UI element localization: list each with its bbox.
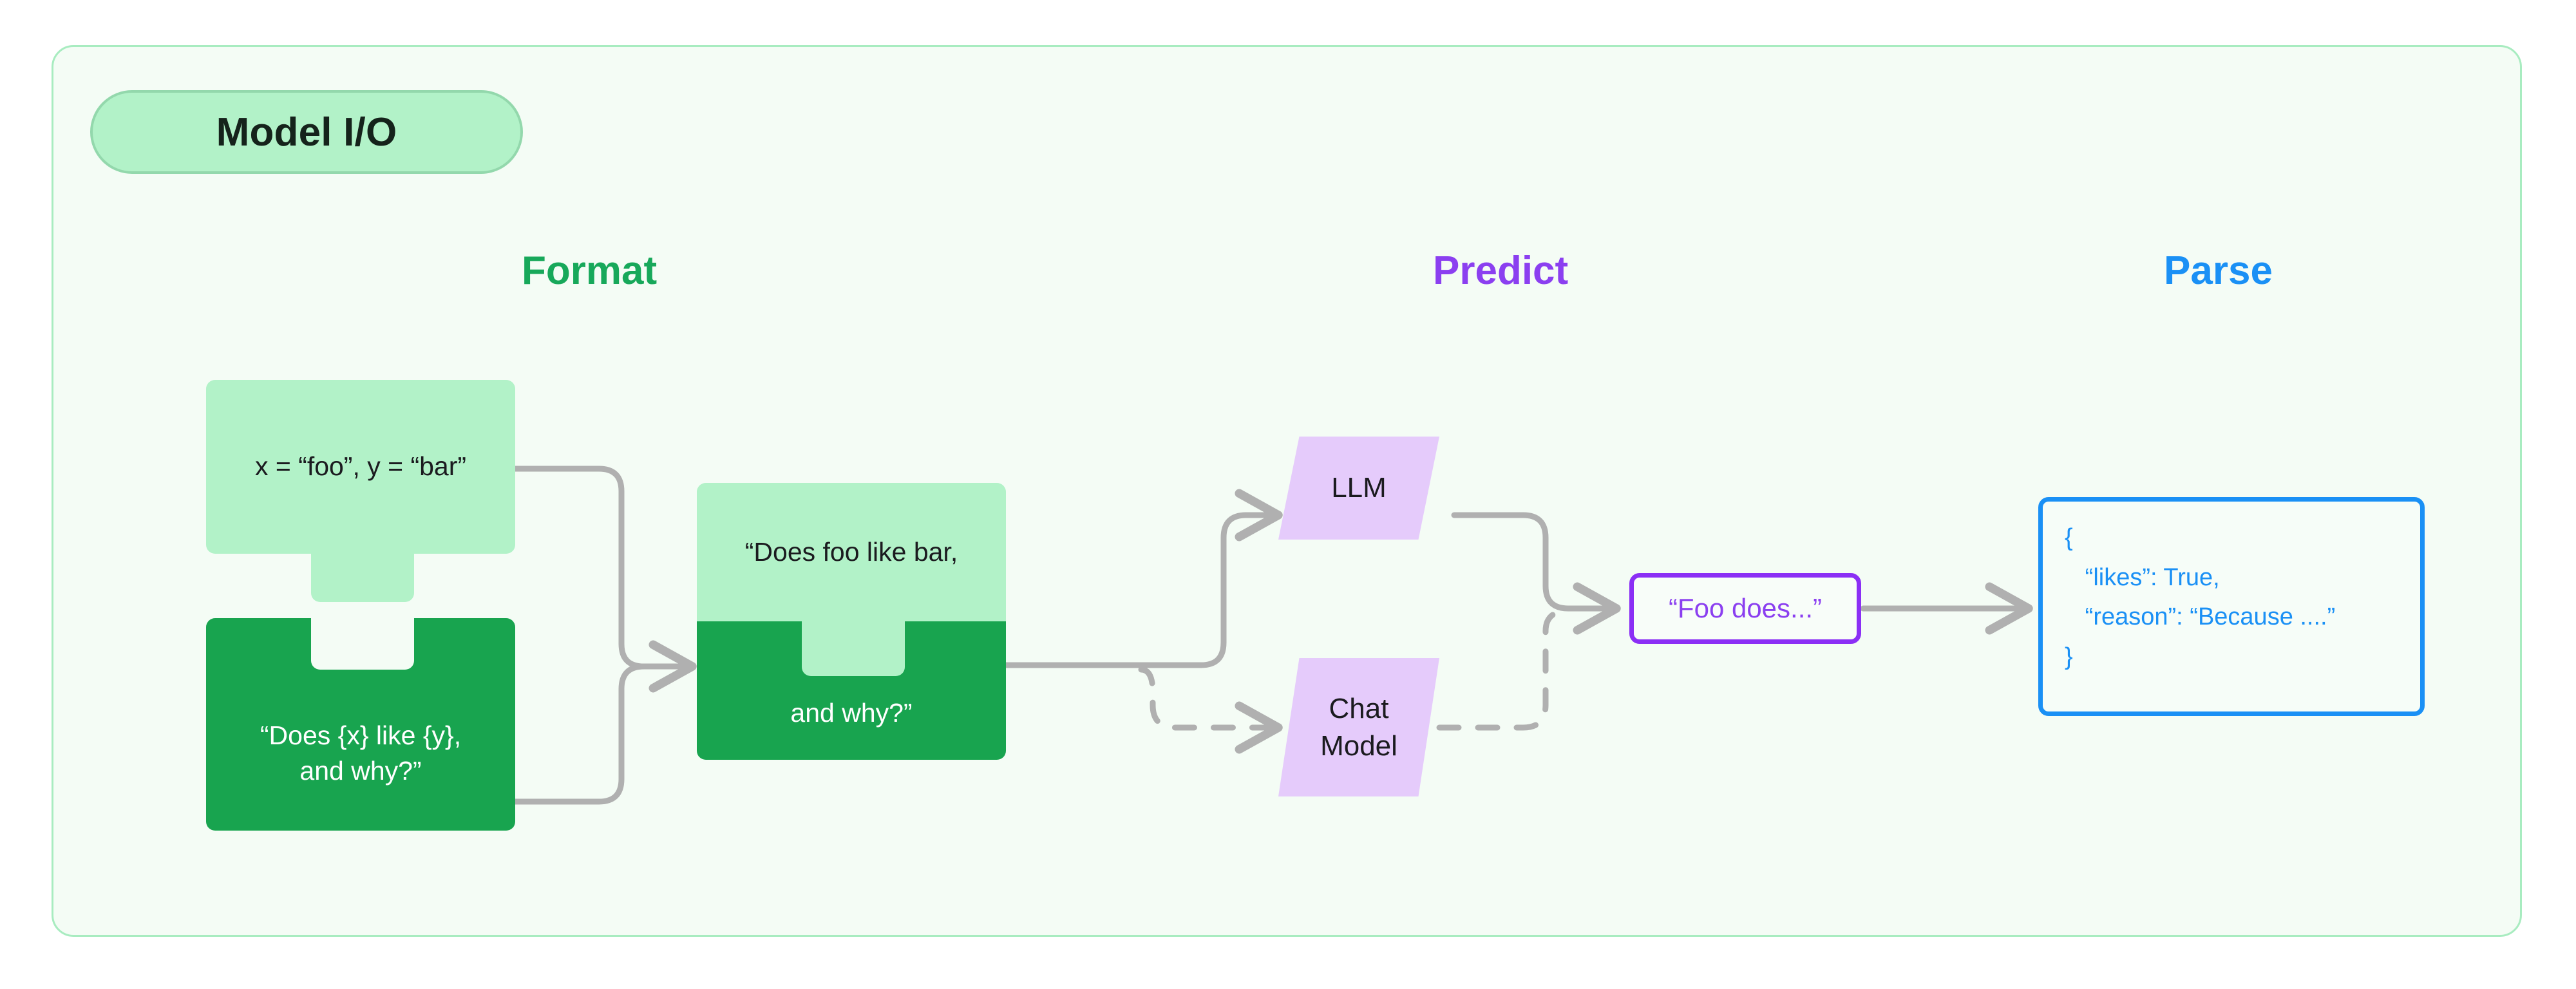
puzzle-piece-merged-top-label: “Does foo like bar, <box>744 536 958 567</box>
puzzle-piece-variables: x = “foo”, y = “bar” <box>206 380 515 554</box>
json-line: “reason”: “Because ....” <box>2065 603 2336 631</box>
node-parsed-json: { “likes”: True, “reason”: “Because ....… <box>2038 497 2425 716</box>
puzzle-piece-template-label: “Does {x} like {y}, and why?” <box>260 720 462 786</box>
node-model-output: “Foo does...” <box>1629 573 1861 644</box>
puzzle-piece-variables-label: x = “foo”, y = “bar” <box>254 451 467 482</box>
puzzle-piece-merged-top: “Does foo like bar, <box>697 483 1006 621</box>
node-llm[interactable]: LLM <box>1278 437 1439 540</box>
column-header-predict: Predict <box>1433 249 1569 293</box>
column-header-format: Format <box>522 249 658 293</box>
json-line: } <box>2065 643 2073 670</box>
puzzle-piece-variables-tab <box>311 551 414 602</box>
json-line: { <box>2065 524 2073 551</box>
json-line: “likes”: True, <box>2065 563 2220 591</box>
puzzle-piece-merged-bottom-label: and why?” <box>790 697 913 728</box>
model-io-badge-label: Model I/O <box>216 109 397 155</box>
column-header-parse: Parse <box>2164 249 2273 293</box>
model-io-badge: Model I/O <box>90 90 523 174</box>
node-chat-model[interactable]: Chat Model <box>1278 658 1439 796</box>
node-model-output-label: “Foo does...” <box>1668 593 1823 623</box>
node-chat-model-label: Chat Model <box>1320 693 1397 762</box>
puzzle-piece-template-notch <box>311 618 414 670</box>
puzzle-piece-merged-tab <box>802 621 905 676</box>
node-llm-label: LLM <box>1331 472 1387 504</box>
puzzle-piece-template: “Does {x} like {y}, and why?” <box>206 618 515 831</box>
